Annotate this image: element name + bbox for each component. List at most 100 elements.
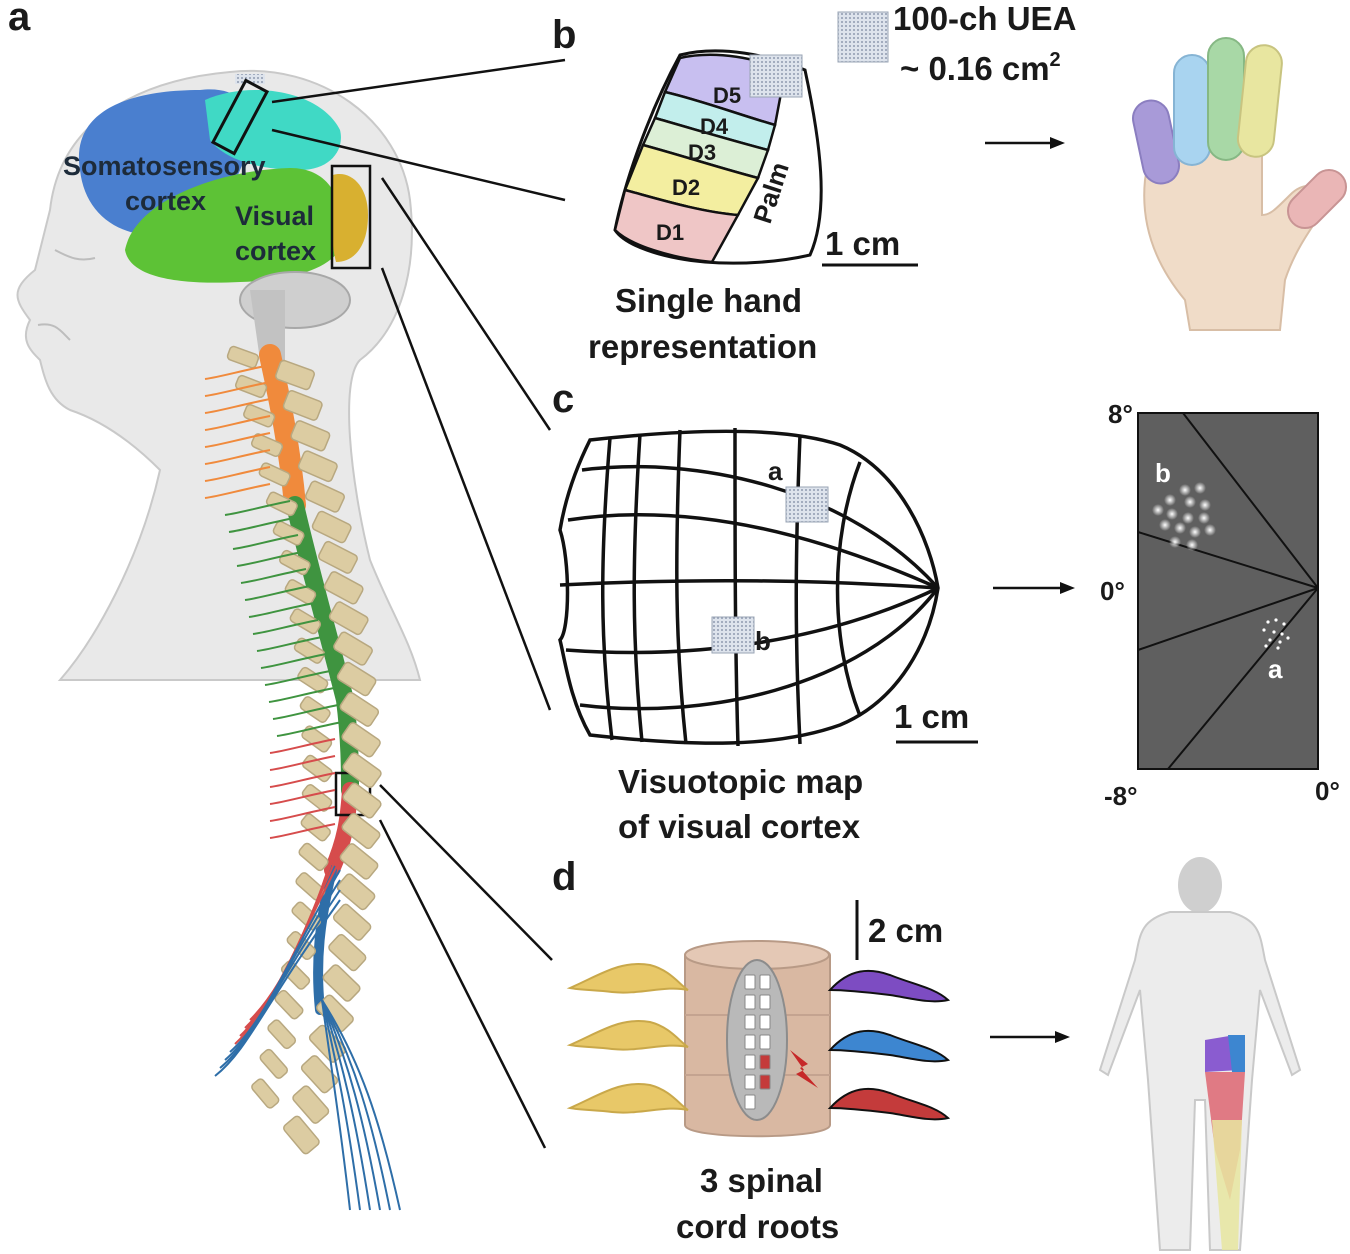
root-blue	[827, 1029, 951, 1063]
vertebra	[322, 964, 361, 1002]
panel-label-c: c	[552, 377, 574, 421]
dermatome-blue	[1228, 1035, 1245, 1072]
phosphene-dot-small	[1266, 620, 1270, 624]
spinal-nerve	[204, 381, 271, 397]
spinal-nerve	[252, 619, 319, 635]
arrow-d	[990, 1031, 1070, 1043]
sacral-nerve	[321, 999, 391, 1211]
sacral-nerve	[321, 999, 401, 1211]
vertebra	[336, 873, 376, 911]
spinal-nerve	[248, 602, 315, 618]
electrode-contact	[759, 1034, 771, 1050]
phosphene-dot	[1189, 526, 1201, 538]
phosphene-dot	[1198, 512, 1210, 524]
panel-a-illustration	[16, 69, 422, 1211]
spinal-nerve	[204, 483, 271, 499]
phosphene-dot-small	[1262, 628, 1266, 632]
vf-tick-bottom-right: 0°	[1315, 776, 1340, 806]
visual-cortex-zone	[331, 174, 368, 262]
uea-array-on-map	[749, 54, 803, 98]
spinal-nerve	[276, 721, 343, 737]
vertebra	[339, 843, 379, 880]
electrode-contact	[759, 1014, 771, 1030]
sacral-nerve	[321, 999, 381, 1211]
array-box-visual	[330, 164, 372, 270]
phosphene-dot-small	[1286, 636, 1290, 640]
electrode-contact	[744, 1034, 756, 1050]
phosphene-dot	[1204, 524, 1216, 536]
vertebra	[292, 1085, 330, 1124]
spinal-nerve	[269, 772, 336, 788]
electrode-contact	[759, 994, 771, 1010]
caption-d-2: cord roots	[676, 1208, 839, 1245]
root-red	[827, 1087, 951, 1121]
vertebra	[282, 389, 323, 421]
phosphene-dot	[1174, 522, 1186, 534]
electrode-contact	[744, 1014, 756, 1030]
spinal-nerve	[269, 806, 336, 822]
vertebra	[323, 571, 364, 605]
vertebra	[275, 359, 315, 391]
vertebra-body	[301, 725, 333, 753]
digit-label-D3: D3	[688, 140, 716, 165]
phosphene-dot	[1186, 539, 1198, 551]
phosphene-dot	[1169, 536, 1181, 548]
uea-site-a	[785, 486, 829, 523]
digit-label-D2: D2	[672, 175, 700, 200]
vertebra-body	[251, 1078, 280, 1109]
electrode-contact	[744, 1074, 756, 1090]
panel-b-hand-map	[613, 11, 889, 265]
vertebra-body	[284, 579, 317, 605]
panel-label-b: b	[552, 13, 576, 57]
vf-label-b: b	[1155, 458, 1171, 488]
visual-field-plot	[1137, 412, 1319, 770]
uea-label-1: 100-ch UEA	[893, 0, 1076, 37]
dermatome-yellow	[1212, 1120, 1242, 1250]
spinal-nerve	[204, 449, 271, 465]
vertebra-body	[272, 520, 305, 546]
vertebra	[283, 1115, 320, 1155]
vertebra-body	[289, 608, 322, 635]
phosphene-dot-small	[1282, 622, 1286, 626]
spinal-nerve	[269, 755, 336, 771]
spinal-nerve	[264, 670, 331, 686]
phosphene-dot-small	[1276, 646, 1280, 650]
spinal-nerve	[224, 500, 291, 516]
electrode-contact	[744, 994, 756, 1010]
vertebra	[328, 933, 367, 972]
temporal-region	[125, 168, 343, 283]
vertebra-body	[298, 842, 329, 872]
caption-c-1: Visuotopic map	[618, 763, 863, 800]
root-purple	[827, 969, 951, 1003]
vertebra	[342, 782, 382, 819]
map-site-label-b: b	[755, 626, 771, 656]
phosphene-dot	[1182, 512, 1194, 524]
visual-label-1: Visual	[235, 201, 314, 231]
finger-index	[1236, 44, 1283, 158]
face-profile	[54, 249, 96, 261]
caption-b-1: Single hand	[615, 282, 802, 319]
vertebra	[300, 1055, 339, 1094]
somatosensory-label-1: Somatosensory	[63, 151, 266, 181]
stimulation-bolt	[790, 1050, 818, 1088]
vertebra	[333, 631, 373, 666]
hand-illustration	[1132, 37, 1348, 331]
vertebra-body	[265, 491, 298, 517]
spinal-nerve	[204, 432, 271, 448]
electrode-paddle	[726, 959, 788, 1121]
vertebra	[304, 480, 345, 513]
vertebra	[318, 540, 358, 574]
map-site-label-a: a	[768, 456, 783, 486]
spinal-nerve	[204, 398, 271, 414]
vertebra	[342, 752, 382, 788]
spinal-cord-sacral	[313, 865, 337, 1015]
phosphene-dot	[1179, 484, 1191, 496]
vertebra-body	[226, 345, 260, 369]
vertebra	[311, 510, 352, 544]
vertebra-body	[243, 404, 276, 428]
phosphene-dot-small	[1272, 630, 1276, 634]
arrow-c	[993, 582, 1075, 594]
vertebra	[341, 812, 381, 850]
vertebra-body	[259, 1048, 289, 1079]
